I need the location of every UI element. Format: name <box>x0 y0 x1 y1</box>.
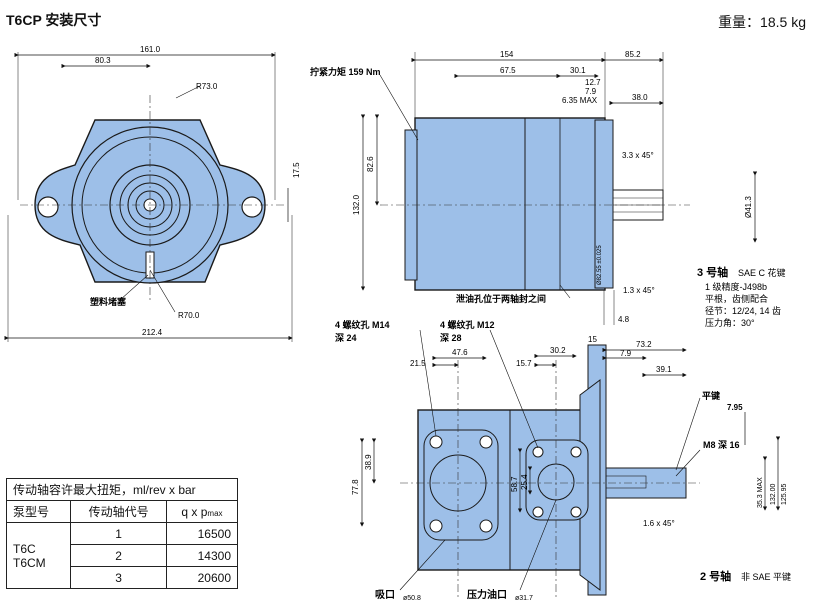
table-model: T6C T6CM <box>5 522 72 589</box>
bottom-dim-4: 30.2 <box>550 346 566 355</box>
bolt-hole-1-label: 4 螺纹孔 M14 <box>335 319 390 330</box>
page-title: T6CP 安装尺寸 <box>6 12 102 28</box>
front-dim-2: 80.3 <box>95 56 111 65</box>
side-dim-top7: 6.35 MAX <box>562 96 598 105</box>
bottom-dim-1: 21.5 <box>410 359 426 368</box>
side-dim-top4: 30.1 <box>570 66 586 75</box>
table-row: 3 20600 <box>7 566 239 589</box>
bottom-dim-7: 7.9 <box>620 349 632 358</box>
bottom-dim-3: 15.7 <box>516 359 532 368</box>
bolt-hole-1-depth: 深 24 <box>335 332 357 343</box>
table-code: 3 <box>70 566 167 589</box>
side-view <box>360 52 758 325</box>
bottom-vdim-1: 38.9 <box>364 454 373 470</box>
front-dim-4: 212.4 <box>142 328 163 337</box>
bolt-hole-2-label: 4 螺纹孔 M12 <box>440 319 495 330</box>
key-width: 7.95 <box>727 403 743 412</box>
inlet-label: 吸口 <box>375 589 395 601</box>
weight-label: 重量：18.5 kg <box>718 14 806 30</box>
side-dim-top6: 7.9 <box>585 87 597 96</box>
bottom-dim-6: 73.2 <box>636 340 652 349</box>
front-radius-2: R70.0 <box>178 311 200 320</box>
bolt-hole-2-depth: 深 28 <box>440 332 462 343</box>
bottom-dim-5: 15 <box>588 335 597 344</box>
shaft3-line-2: 平根，齿侧配合 <box>705 293 768 304</box>
front-dim-1: 161.0 <box>140 45 161 54</box>
side-dim-top8: 38.0 <box>632 93 648 102</box>
shaft2-std: 非 SAE 平键 <box>741 571 791 582</box>
bottom-vdim-2: 77.8 <box>351 479 360 495</box>
bottom-vdim-5: 35.3 MAX <box>757 477 764 508</box>
table-code: 2 <box>70 544 167 567</box>
side-dim-bottom: 4.8 <box>618 315 630 324</box>
bottom-vdim-3: 58.7 <box>510 476 519 492</box>
side-dim-top2: 85.2 <box>625 50 641 59</box>
front-radius-1: R73.0 <box>196 82 218 91</box>
bottom-dim-2: 47.6 <box>452 348 468 357</box>
table-heading: 传动轴容许最大扭矩，ml/rev x bar <box>6 478 238 501</box>
table-col-value: q x pmax <box>165 500 239 523</box>
side-shaft-pilot: Ø82.55 ±0.025 <box>597 245 603 285</box>
shaft3-title: 3 号轴 <box>697 265 728 279</box>
table-row: T6C T6CM 1 16500 <box>5 522 239 589</box>
shaft3-line-3: 径节：12/24, 14 齿 <box>705 305 781 316</box>
table-value: 20600 <box>165 566 239 589</box>
torque-table: 传动轴容许最大扭矩，ml/rev x bar 泵型号 传动轴代号 q x pma… <box>5 478 239 589</box>
outlet-dia: ø31.7 <box>515 595 533 602</box>
table-col-code: 传动轴代号 <box>70 500 167 523</box>
table-value: 14300 <box>165 544 239 567</box>
side-dim-top1: 154 <box>500 50 514 59</box>
bottom-vdim-7: 125.95 <box>781 483 788 505</box>
side-dim-top5: 12.7 <box>585 78 601 87</box>
inlet-dia: ø50.8 <box>403 595 421 602</box>
shaft3-std: SAE C 花键 <box>738 267 786 278</box>
outlet-label: 压力油口 <box>467 588 507 601</box>
bottom-dim-8: 39.1 <box>656 365 672 374</box>
table-code: 1 <box>70 522 167 545</box>
shaft3-line-1: 1 级精度-J498b <box>705 281 767 292</box>
side-height-2: 132.0 <box>352 194 361 215</box>
side-dim-top3: 67.5 <box>500 66 516 75</box>
side-shaft-dia: Ø41.3 <box>744 196 753 218</box>
front-view <box>4 52 293 342</box>
torque-label: 拧紧力矩 159 Nm <box>310 66 381 77</box>
shaft2-title: 2 号轴 <box>700 569 731 583</box>
bottom-chamfer: 1.6 x 45° <box>643 519 675 528</box>
side-height-1: 82.6 <box>366 156 375 172</box>
bottom-vdim-6: 132.00 <box>770 483 777 505</box>
bottom-vdim-4: 25.4 <box>520 474 529 490</box>
front-dim-3: 17.5 <box>292 162 301 178</box>
table-col-model: 泵型号 <box>5 500 72 523</box>
drain-label: 泄油孔位于两轴封之间 <box>456 293 546 304</box>
key-label: 平键 <box>702 390 721 401</box>
side-chamfer-1: 3.3 x 45° <box>622 151 654 160</box>
side-chamfer-2: 1.3 x 45° <box>623 286 655 295</box>
thread-label: M8 深 16 <box>703 439 740 450</box>
front-plug-label: 塑料堵塞 <box>90 296 127 307</box>
shaft3-line-4: 压力角：30° <box>705 317 755 328</box>
bottom-view <box>359 329 781 600</box>
table-value: 16500 <box>165 522 239 545</box>
